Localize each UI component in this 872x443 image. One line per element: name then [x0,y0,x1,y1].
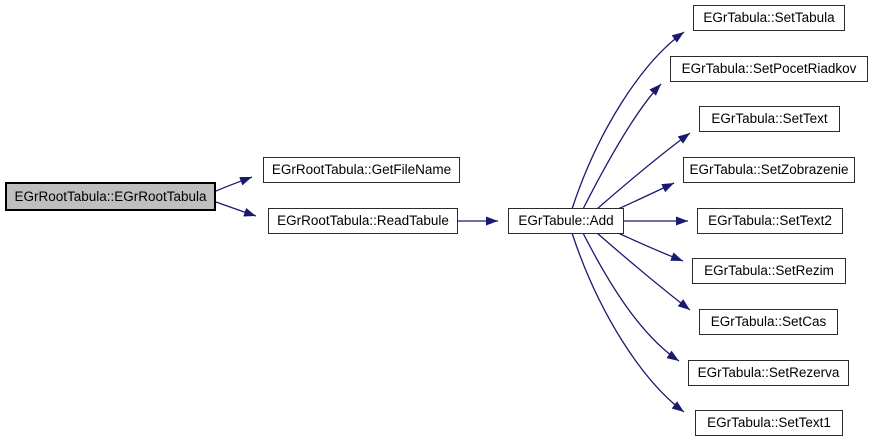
node-egrtabule-add[interactable]: EGrTabule::Add [508,208,624,234]
edge-add-to-setcas [596,232,691,311]
node-egrtabula-settabula[interactable]: EGrTabula::SetTabula [693,5,845,31]
node-egrtabula-settext1[interactable]: EGrTabula::SetText1 [695,410,843,436]
node-egrtabula-setrezim[interactable]: EGrTabula::SetRezim [692,258,846,284]
node-egrroottabula-readtabule[interactable]: EGrRootTabula::ReadTabule [268,208,458,234]
node-egrtabula-settext2[interactable]: EGrTabula::SetText2 [697,208,843,234]
edge-add-to-setpocetriadkov [582,83,662,210]
edge-add-to-settext [596,132,691,210]
edge-root-to-readtabule [215,201,257,217]
edge-add-to-setrezerva [582,232,680,362]
edge-add-to-settext1 [571,232,685,413]
node-egrtabula-setcas[interactable]: EGrTabula::SetCas [699,309,838,335]
edge-root-to-getfilename [215,176,253,192]
node-egrtabula-setzobrazenie[interactable]: EGrTabula::SetZobrazenie [683,157,855,183]
edge-add-to-setzobrazenie [617,182,675,210]
edge-add-to-setrezim [617,232,684,262]
node-egrtabula-setrezerva[interactable]: EGrTabula::SetRezerva [688,360,849,386]
node-egrroottabula-egrroottabula[interactable]: EGrRootTabula::EGrRootTabula [5,182,216,211]
node-egrtabula-setpocetriadkov[interactable]: EGrTabula::SetPocetRiadkov [670,56,868,82]
node-egrroottabula-getfilename[interactable]: EGrRootTabula::GetFileName [263,157,460,183]
node-egrtabula-settext[interactable]: EGrTabula::SetText [699,106,840,132]
edge-add-to-settabula [571,31,685,210]
